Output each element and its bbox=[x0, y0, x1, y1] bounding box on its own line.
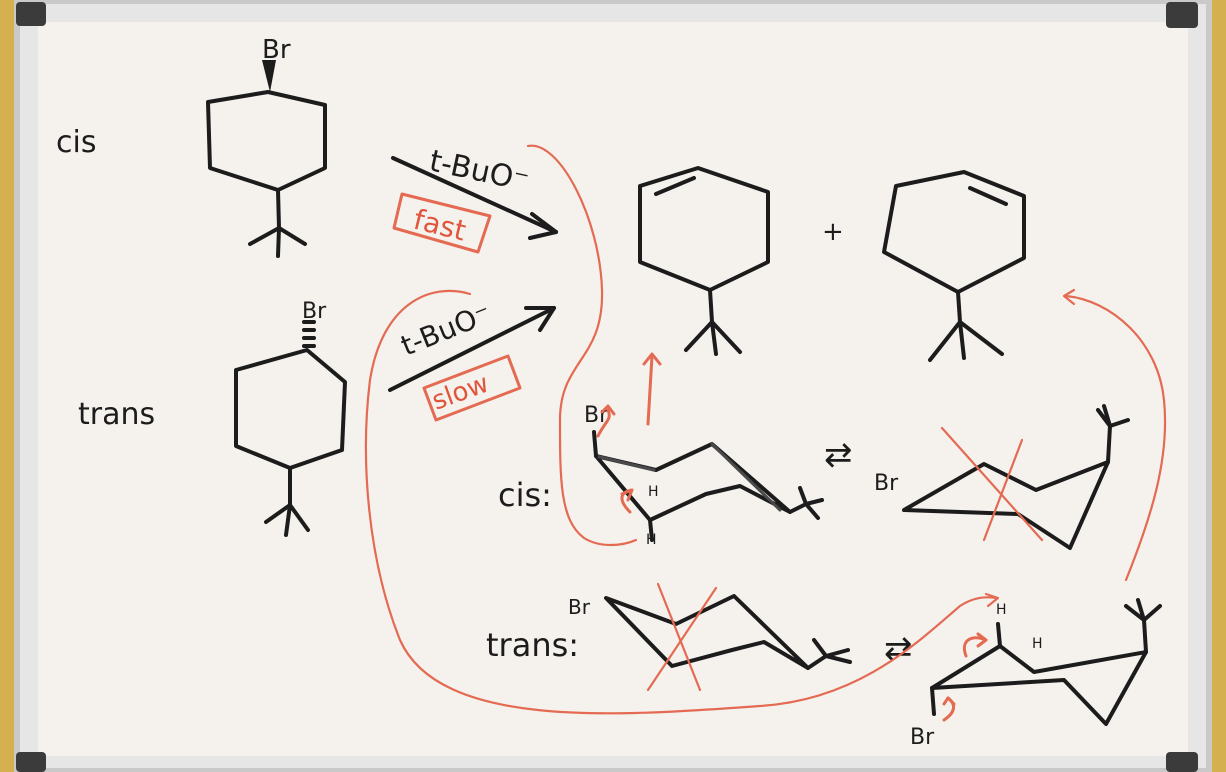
board-frame bbox=[14, 0, 1212, 772]
cis-equilibrium: ⇄ bbox=[824, 435, 853, 475]
trans-cyclohexane bbox=[234, 320, 347, 537]
red-correlation-curves bbox=[364, 144, 1167, 715]
trans-reaction-arrow bbox=[388, 306, 556, 392]
trans-flipped-curved-arrows bbox=[942, 632, 988, 722]
trans-chair-label: trans: bbox=[486, 626, 579, 664]
trans-chair-cross bbox=[646, 582, 718, 692]
cis-chair bbox=[592, 430, 824, 542]
product-alkene-left bbox=[638, 166, 770, 356]
plus-sign: + bbox=[822, 217, 844, 247]
cis-cyclohexane bbox=[206, 60, 327, 258]
cis-chair-curved-arrows bbox=[596, 352, 662, 514]
cis-rate-box bbox=[392, 192, 492, 254]
cis-flipped-cross bbox=[940, 426, 1044, 542]
cis-chair-h1: H bbox=[648, 484, 659, 500]
trans-chair bbox=[604, 594, 852, 670]
trans-rate-box bbox=[422, 354, 522, 422]
product-alkene-right bbox=[882, 170, 1026, 362]
cis-chair-h2: H bbox=[646, 532, 657, 548]
cis-reaction-arrow bbox=[391, 156, 558, 240]
trans-flipped-chair bbox=[930, 598, 1162, 726]
cis-chair-label: cis: bbox=[498, 476, 552, 514]
trans-flipped-h1: H bbox=[996, 602, 1007, 618]
cis-flipped-br: Br bbox=[874, 471, 899, 496]
trans-flipped-br: Br bbox=[910, 725, 935, 750]
cis-bromo-label: Br bbox=[262, 35, 291, 65]
trans-chair-br: Br bbox=[568, 595, 591, 619]
row-label-trans: trans bbox=[78, 397, 155, 432]
row-label-cis: cis bbox=[56, 125, 96, 160]
trans-flipped-h2: H bbox=[1032, 636, 1043, 652]
trans-bromo-label: Br bbox=[302, 299, 327, 324]
